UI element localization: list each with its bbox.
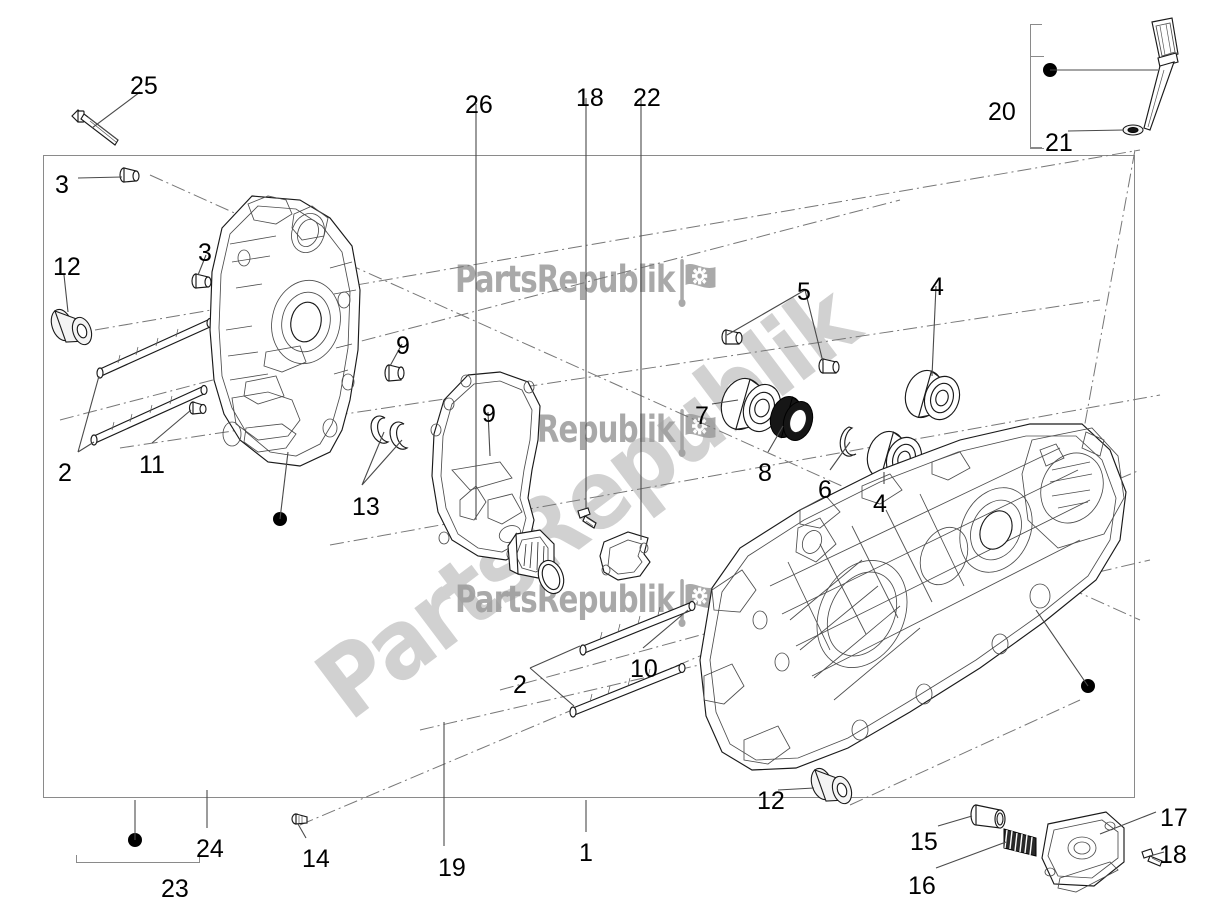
callout-number-18[interactable]: 18	[576, 84, 604, 112]
part-9-dowel	[384, 364, 405, 382]
callout-number-12[interactable]: 12	[53, 253, 81, 281]
callout-number-14[interactable]: 14	[302, 845, 330, 873]
dipstick-group-frame	[1030, 24, 1042, 148]
callout-number-26[interactable]: 26	[465, 91, 493, 119]
part-21-sealing-washer	[1122, 124, 1144, 136]
callout-number-12[interactable]: 12	[757, 787, 785, 815]
callout-number-5[interactable]: 5	[797, 278, 811, 306]
callout-number-2[interactable]: 2	[58, 459, 72, 487]
callout-number-23[interactable]: 23	[161, 875, 189, 903]
part-19-right-crankcase-half	[699, 423, 1127, 771]
group-bracket-23	[76, 862, 200, 863]
callout-number-10[interactable]: 10	[630, 655, 658, 683]
part-9-gasket	[430, 371, 541, 561]
callout-number-9[interactable]: 9	[396, 332, 410, 360]
callout-number-24[interactable]: 24	[196, 835, 224, 863]
part-2-studs-upper	[90, 317, 214, 446]
callout-number-3[interactable]: 3	[198, 239, 212, 267]
callout-number-9[interactable]: 9	[482, 400, 496, 428]
callout-number-25[interactable]: 25	[130, 72, 158, 100]
part-2-stud-lower	[569, 662, 686, 718]
part-20-oil-dipstick	[1143, 17, 1179, 131]
callout-number-4[interactable]: 4	[930, 273, 944, 301]
callout-number-19[interactable]: 19	[438, 854, 466, 882]
callout-number-4[interactable]: 4	[873, 490, 887, 518]
part-4-ball-bearing-upper	[904, 369, 961, 421]
callout-number-7[interactable]: 7	[695, 402, 709, 430]
callout-number-1[interactable]: 1	[579, 839, 593, 867]
callout-number-16[interactable]: 16	[908, 872, 936, 900]
part-11-dowel	[188, 401, 207, 415]
part-12-silent-block-lower	[810, 767, 853, 805]
callout-number-18[interactable]: 18	[1159, 841, 1187, 869]
part-13-orings	[370, 415, 409, 450]
callout-number-20[interactable]: 20	[988, 98, 1016, 126]
callout-number-8[interactable]: 8	[758, 459, 772, 487]
part-17-cover-plate	[1041, 811, 1125, 893]
part-22-deflector-plate	[599, 531, 651, 581]
callout-number-15[interactable]: 15	[910, 828, 938, 856]
main-assembly-frame	[43, 155, 1135, 798]
part-3-dowel-pins	[119, 167, 212, 289]
water-pump-oring	[537, 559, 565, 595]
callout-number-22[interactable]: 22	[633, 84, 661, 112]
part-15-spacer-bush	[970, 804, 1006, 829]
part-18-screw-upper	[577, 507, 597, 529]
part-25-long-bolt	[71, 109, 119, 146]
callout-number-3[interactable]: 3	[55, 171, 69, 199]
part-6-circlip	[839, 426, 857, 457]
callout-number-6[interactable]: 6	[818, 476, 832, 504]
callout-number-13[interactable]: 13	[352, 493, 380, 521]
callout-number-11[interactable]: 11	[139, 451, 165, 479]
part-12-silent-block-upper	[50, 308, 93, 346]
part-14-screw	[291, 813, 308, 825]
part-16-spring	[1003, 828, 1037, 857]
part-7-ball-bearing	[720, 377, 782, 433]
part-8-oil-seal	[769, 395, 814, 442]
part-24-left-crankcase-half	[209, 195, 361, 467]
callout-number-17[interactable]: 17	[1160, 804, 1188, 832]
callout-number-21[interactable]: 21	[1045, 129, 1073, 157]
callout-number-2[interactable]: 2	[513, 671, 527, 699]
